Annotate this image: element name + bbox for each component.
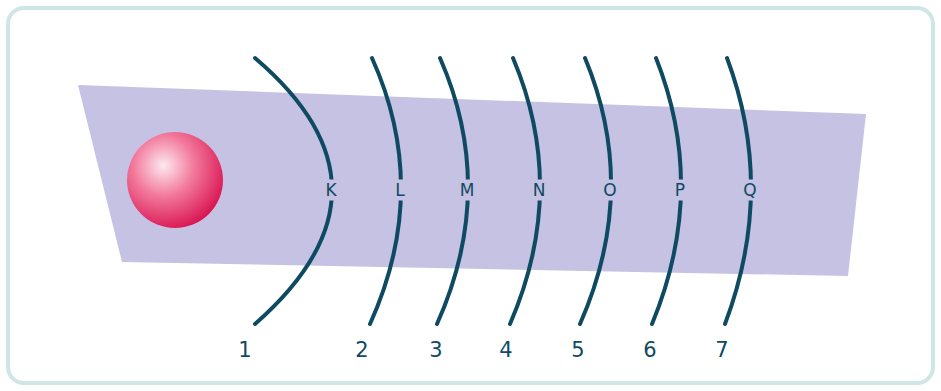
- shell-letter: Q: [742, 180, 757, 201]
- shell-letter: M: [459, 180, 476, 201]
- shell-number: 7: [715, 340, 728, 361]
- shell-number: 2: [355, 340, 368, 361]
- shell-letter: P: [674, 180, 686, 201]
- shell-arc: [255, 58, 332, 324]
- shell-number: 3: [429, 340, 442, 361]
- shell-number: 5: [571, 340, 584, 361]
- shell-arcs: [255, 58, 751, 324]
- shell-number: 6: [643, 340, 656, 361]
- shell-letter: N: [532, 180, 547, 201]
- shell-number: 1: [238, 340, 251, 361]
- shell-number: 4: [499, 340, 512, 361]
- shell-letter: K: [324, 180, 337, 201]
- nucleus: [127, 132, 223, 228]
- shell-letter: L: [394, 180, 405, 201]
- frame: [8, 8, 933, 383]
- shell-letter: O: [602, 180, 617, 201]
